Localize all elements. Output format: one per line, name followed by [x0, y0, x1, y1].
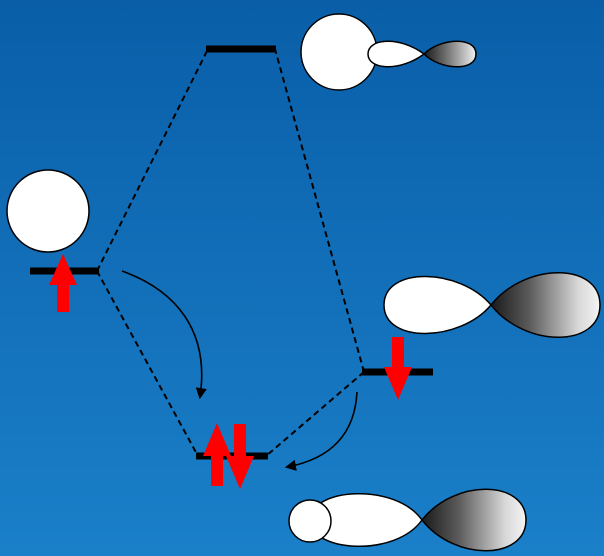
connector-left-to-bonding: [96, 270, 199, 457]
right-hybrid-orbital: [383, 272, 601, 338]
electron-up-arrow-left: [49, 254, 77, 312]
antibonding-orbital: [300, 13, 477, 91]
electron-down-arrow-bonding: [226, 424, 254, 489]
correlation-lines: [96, 48, 365, 457]
antibonding-shaded-lobe: [422, 40, 477, 68]
electron-down-arrow-right: [384, 337, 412, 400]
left-s-orbital: [6, 169, 90, 253]
curved-arrow-right: [284, 391, 358, 471]
bonding-orbital: [288, 488, 527, 552]
antibonding-white-lobe: [367, 40, 426, 68]
electron-up-arrow-bonding: [203, 423, 231, 486]
right-white-lobe: [383, 275, 492, 335]
right-shaded-lobe: [490, 272, 601, 338]
curved-arrow-left: [121, 270, 207, 400]
bonding-small-sphere: [288, 499, 332, 543]
curved-arrows: [121, 270, 358, 471]
antibonding-sphere: [300, 13, 378, 91]
electron-arrows: [49, 254, 412, 489]
connector-right-to-bonding: [265, 371, 365, 457]
bonding-shaded-lobe: [421, 488, 527, 552]
connector-left-to-antibonding: [96, 48, 209, 272]
connector-right-to-antibonding: [274, 48, 365, 373]
